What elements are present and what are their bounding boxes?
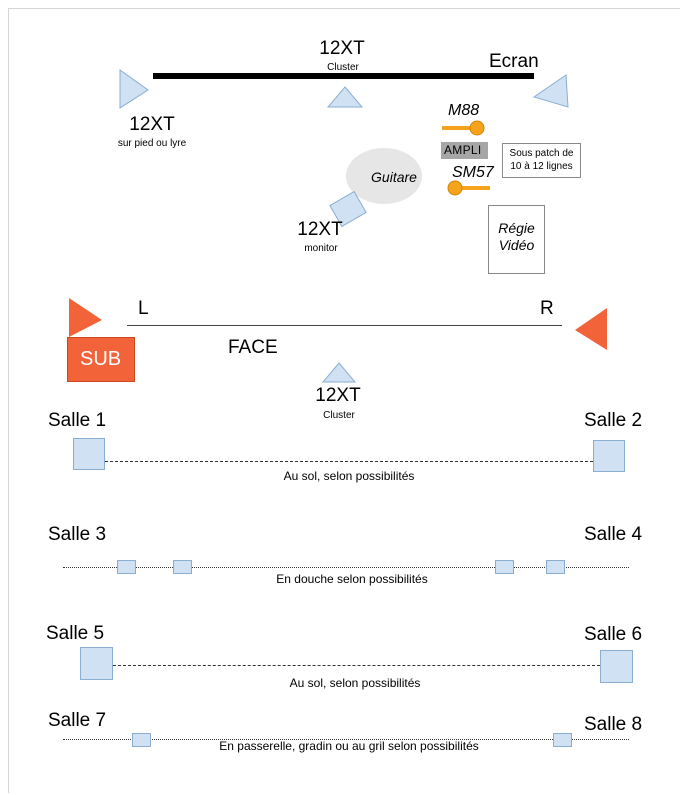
salle6-speaker	[600, 650, 633, 683]
salle4-speaker-b	[546, 560, 565, 574]
row3-caption: Au sol, selon possibilités	[289, 676, 421, 690]
diagram-frame	[8, 8, 680, 793]
salle3-speaker-a	[117, 560, 136, 574]
salle5-label: Salle 5	[46, 623, 105, 644]
row3-line	[113, 665, 600, 666]
sous-patch-line2: 10 à 12 lignes	[510, 161, 573, 172]
face-right-label: R	[540, 298, 554, 319]
row1-line	[105, 461, 593, 462]
face-cluster-speaker	[321, 362, 357, 383]
ampli-label: AMPLI	[444, 143, 482, 157]
sm57-label: SM57	[452, 164, 494, 181]
salle3-label: Salle 3	[48, 524, 107, 545]
m88-mic-head	[469, 120, 485, 136]
salle4-label: Salle 4	[584, 524, 643, 545]
sm57-mic-head	[447, 180, 463, 196]
regie-video-box: Régie Vidéo	[488, 205, 545, 274]
salle5-speaker	[80, 647, 113, 680]
row4-line	[63, 739, 629, 740]
salle7-label: Salle 7	[48, 710, 107, 731]
left-speaker-label: 12XT	[129, 114, 175, 135]
sous-patch-box: Sous patch de 10 à 12 lignes	[502, 143, 581, 178]
left-stage-speaker	[119, 69, 149, 109]
row2-caption: En douche selon possibilités	[276, 572, 428, 586]
salle2-speaker	[593, 440, 625, 472]
salle8-speaker	[553, 733, 572, 747]
face-line	[127, 325, 562, 326]
face-left-label: L	[138, 298, 149, 319]
guitar-area	[346, 148, 422, 204]
face-label: FACE	[228, 337, 278, 358]
sous-patch-line1: Sous patch de	[509, 148, 574, 159]
right-stage-speaker	[532, 74, 569, 108]
salle1-label: Salle 1	[48, 410, 107, 431]
salle7-speaker	[132, 733, 151, 747]
ecran-label: Ecran	[489, 51, 539, 72]
face-right-speaker	[575, 308, 607, 350]
sub-label: SUB	[80, 348, 122, 370]
face-cluster-label: 12XT	[315, 385, 361, 406]
salle2-label: Salle 2	[584, 410, 643, 431]
salle3-speaker-b	[173, 560, 192, 574]
top-cluster-speaker	[326, 86, 364, 108]
row2-line	[63, 567, 629, 568]
row4-caption: En passerelle, gradin ou au gril selon p…	[219, 739, 479, 753]
top-cluster-sub: Cluster	[327, 62, 359, 73]
face-left-speaker	[69, 298, 102, 337]
ampli-box: AMPLI	[441, 142, 488, 159]
salle6-label: Salle 6	[584, 624, 643, 645]
sub-box: SUB	[67, 337, 135, 382]
monitor-sub: monitor	[304, 243, 338, 254]
guitare-label: Guitare	[371, 169, 417, 185]
regie-line2: Vidéo	[498, 237, 535, 253]
row1-caption: Au sol, selon possibilités	[283, 469, 415, 483]
salle4-speaker-a	[495, 560, 514, 574]
monitor-speaker	[329, 190, 367, 228]
regie-line1: Régie	[498, 220, 535, 236]
salle1-speaker	[73, 438, 105, 470]
top-cluster-label: 12XT	[319, 38, 365, 59]
face-cluster-sub: Cluster	[323, 410, 355, 421]
salle8-label: Salle 8	[584, 714, 643, 735]
m88-label: M88	[448, 102, 480, 119]
monitor-label: 12XT	[297, 219, 343, 240]
left-speaker-sub: sur pied ou lyre	[117, 138, 187, 149]
